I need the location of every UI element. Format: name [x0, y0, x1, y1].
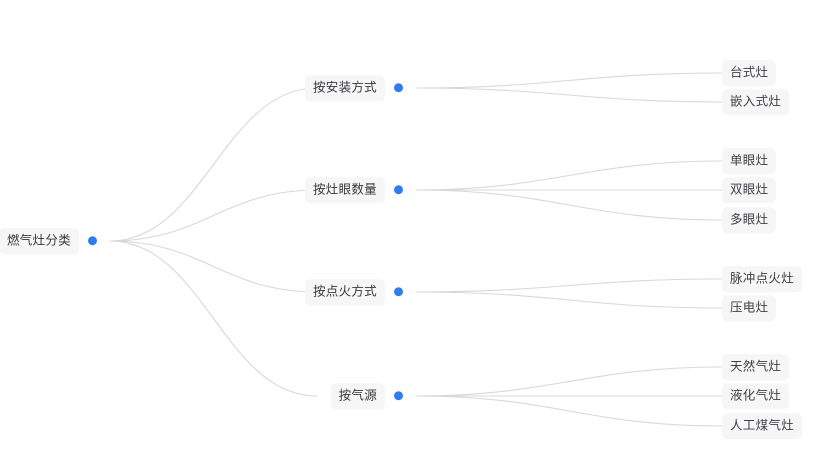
branch-node-1[interactable]: 按灶眼数量	[304, 177, 403, 203]
branch-node-0-connector-dot[interactable]	[394, 83, 403, 93]
leaf-node-3-1-label: 液化气灶	[722, 383, 790, 409]
branch-node-0-label: 按安装方式	[304, 75, 385, 101]
branch-node-1-label: 按灶眼数量	[304, 177, 385, 203]
branch-node-2-connector-dot[interactable]	[394, 287, 403, 297]
edge-root-branch-2	[109, 240, 318, 293]
leaf-node-1-0-label: 单眼灶	[722, 148, 777, 174]
leaf-node-0-0[interactable]: 台式灶	[722, 60, 777, 86]
edge-root-branch-3	[109, 240, 318, 397]
leaf-node-0-1[interactable]: 嵌入式灶	[722, 89, 790, 115]
edge-branch-3-leaf-0	[415, 366, 723, 397]
root-node[interactable]: 燃气灶分类	[0, 228, 97, 254]
root-node-label: 燃气灶分类	[0, 228, 79, 254]
root-node-connector-dot[interactable]	[88, 236, 97, 246]
branch-node-3[interactable]: 按气源	[330, 383, 403, 409]
leaf-node-1-0[interactable]: 单眼灶	[722, 148, 777, 174]
leaf-node-2-0[interactable]: 脉冲点火灶	[722, 266, 803, 292]
branch-node-2-label: 按点火方式	[304, 279, 385, 305]
leaf-node-3-0-label: 天然气灶	[722, 354, 790, 380]
leaf-node-1-2-label: 多眼灶	[722, 207, 777, 233]
leaf-node-3-0[interactable]: 天然气灶	[722, 354, 790, 380]
edge-branch-0-leaf-0	[415, 72, 723, 89]
leaf-node-1-2[interactable]: 多眼灶	[722, 207, 777, 233]
leaf-node-3-2-label: 人工煤气灶	[722, 413, 803, 439]
branch-node-0[interactable]: 按安装方式	[304, 75, 403, 101]
leaf-node-2-0-label: 脉冲点火灶	[722, 266, 803, 292]
edge-branch-2-leaf-1	[415, 291, 723, 309]
leaf-node-3-2[interactable]: 人工煤气灶	[722, 413, 803, 439]
edge-branch-2-leaf-0	[415, 278, 723, 293]
edge-branch-3-leaf-2	[415, 395, 723, 427]
leaf-node-1-1[interactable]: 双眼灶	[722, 177, 777, 203]
leaf-node-2-1-label: 压电灶	[722, 295, 777, 321]
edge-root-branch-1	[109, 189, 318, 242]
leaf-node-2-1[interactable]: 压电灶	[722, 295, 777, 321]
leaf-node-1-1-label: 双眼灶	[722, 177, 777, 203]
edge-branch-1-leaf-2	[415, 189, 723, 221]
leaf-node-0-1-label: 嵌入式灶	[722, 89, 790, 115]
leaf-node-3-1[interactable]: 液化气灶	[722, 383, 790, 409]
leaf-node-0-0-label: 台式灶	[722, 60, 777, 86]
branch-node-3-label: 按气源	[330, 383, 385, 409]
edge-branch-1-leaf-0	[415, 160, 723, 191]
edge-branch-0-leaf-1	[415, 87, 723, 103]
branch-node-3-connector-dot[interactable]	[394, 391, 403, 401]
branch-node-1-connector-dot[interactable]	[394, 185, 403, 195]
edge-root-branch-0	[109, 87, 318, 242]
branch-node-2[interactable]: 按点火方式	[304, 279, 403, 305]
